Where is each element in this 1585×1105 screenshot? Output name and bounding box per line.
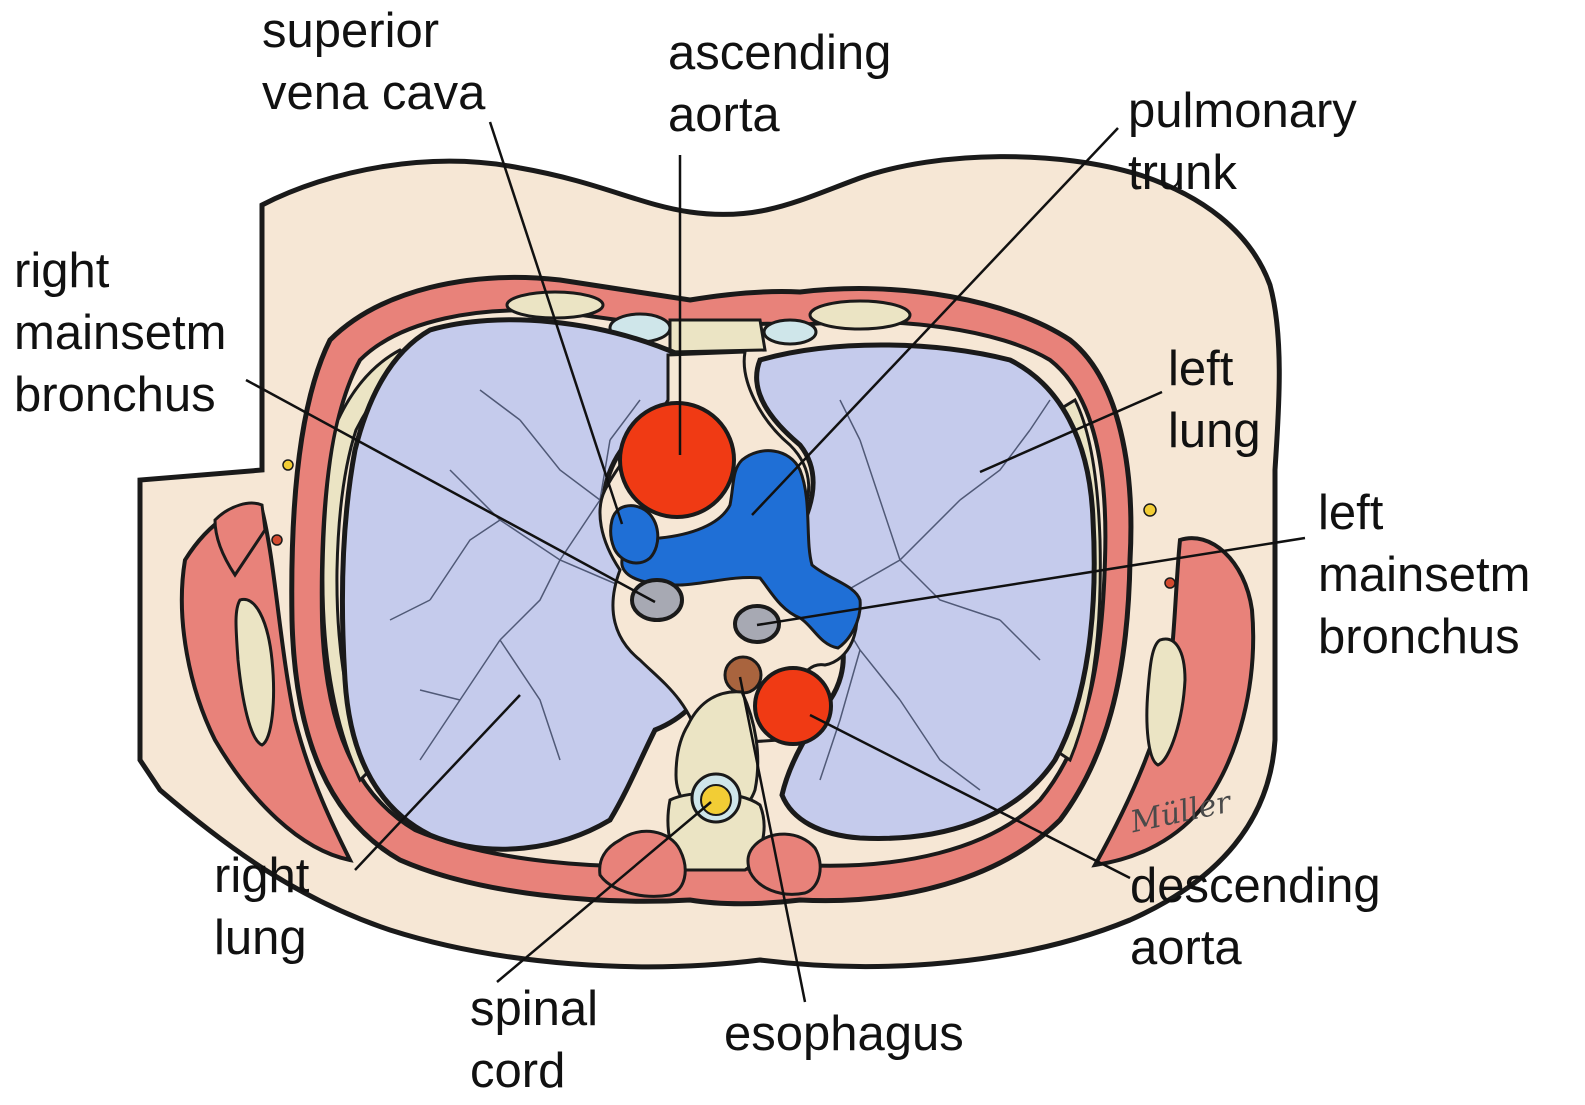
spinal-cord	[701, 785, 731, 815]
small-vessel-1	[283, 460, 293, 470]
small-vessel-2	[272, 535, 282, 545]
label-line: esophagus	[724, 1003, 964, 1065]
label-line: lung	[1168, 400, 1261, 462]
label-superior-vena-cava: superior vena cava	[262, 0, 485, 124]
label-line: mainsetm	[1318, 544, 1530, 606]
label-line: trunk	[1128, 142, 1357, 204]
label-line: descending	[1130, 855, 1381, 917]
label-line: mainsetm	[14, 302, 226, 364]
ascending-aorta	[620, 403, 734, 517]
descending-aorta	[755, 668, 831, 744]
label-left-mainstem-bronchus: left mainsetm bronchus	[1318, 482, 1530, 668]
label-spinal-cord: spinal cord	[470, 978, 598, 1102]
small-vessel-3	[1144, 504, 1156, 516]
label-esophagus: esophagus	[724, 1003, 964, 1065]
label-line: bronchus	[1318, 606, 1530, 668]
sternum	[670, 320, 765, 352]
rib-segment-right-upper	[810, 301, 910, 329]
small-vessel-4	[1165, 578, 1175, 588]
label-line: vena cava	[262, 62, 485, 124]
label-line: aorta	[668, 84, 891, 146]
label-line: pulmonary	[1128, 80, 1357, 142]
label-line: left	[1168, 338, 1261, 400]
rib-segment-left-upper	[507, 292, 603, 318]
label-line: right	[214, 845, 309, 907]
label-line: lung	[214, 907, 309, 969]
label-ascending-aorta: ascending aorta	[668, 22, 891, 146]
costal-cartilage-right	[764, 320, 816, 344]
label-pulmonary-trunk: pulmonary trunk	[1128, 80, 1357, 204]
right-mainstem-bronchus	[632, 580, 682, 620]
label-line: cord	[470, 1040, 598, 1102]
label-line: bronchus	[14, 364, 226, 426]
label-line: aorta	[1130, 917, 1381, 979]
label-left-lung: left lung	[1168, 338, 1261, 462]
label-descending-aorta: descending aorta	[1130, 855, 1381, 979]
label-line: right	[14, 240, 226, 302]
label-line: left	[1318, 482, 1530, 544]
label-line: ascending	[668, 22, 891, 84]
label-line: spinal	[470, 978, 598, 1040]
label-right-lung: right lung	[214, 845, 309, 969]
label-right-mainstem-bronchus: right mainsetm bronchus	[14, 240, 226, 426]
label-line: superior	[262, 0, 485, 62]
